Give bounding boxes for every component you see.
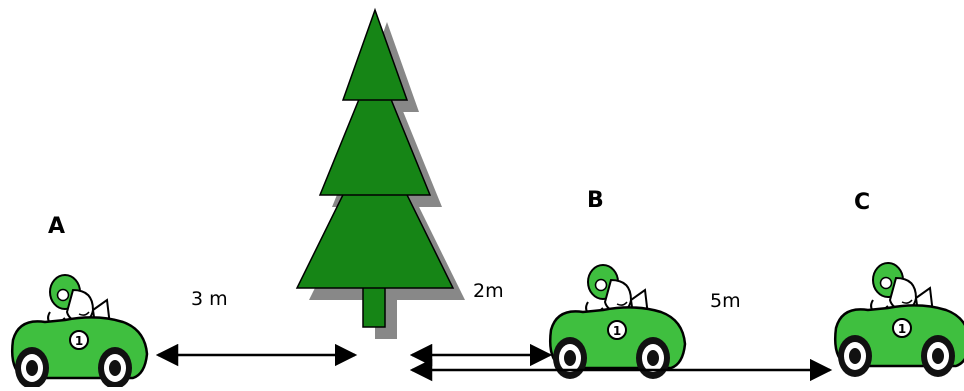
car-a-icon: [10, 273, 149, 391]
car-c-number: 1: [898, 322, 906, 336]
car-c-label: C: [854, 190, 871, 215]
distance-tree-b: 2m: [473, 280, 504, 302]
car-c-icon: [833, 261, 964, 379]
car-a-number: 1: [75, 334, 83, 348]
car-b-label: B: [587, 188, 604, 213]
distance-b-c: 5m: [710, 290, 741, 312]
distance-a-tree: 3 m: [191, 288, 228, 310]
car-b-icon: [548, 263, 687, 381]
pine-tree-icon: [295, 7, 465, 339]
car-b-number: 1: [613, 324, 621, 338]
car-a-label: A: [48, 214, 66, 239]
